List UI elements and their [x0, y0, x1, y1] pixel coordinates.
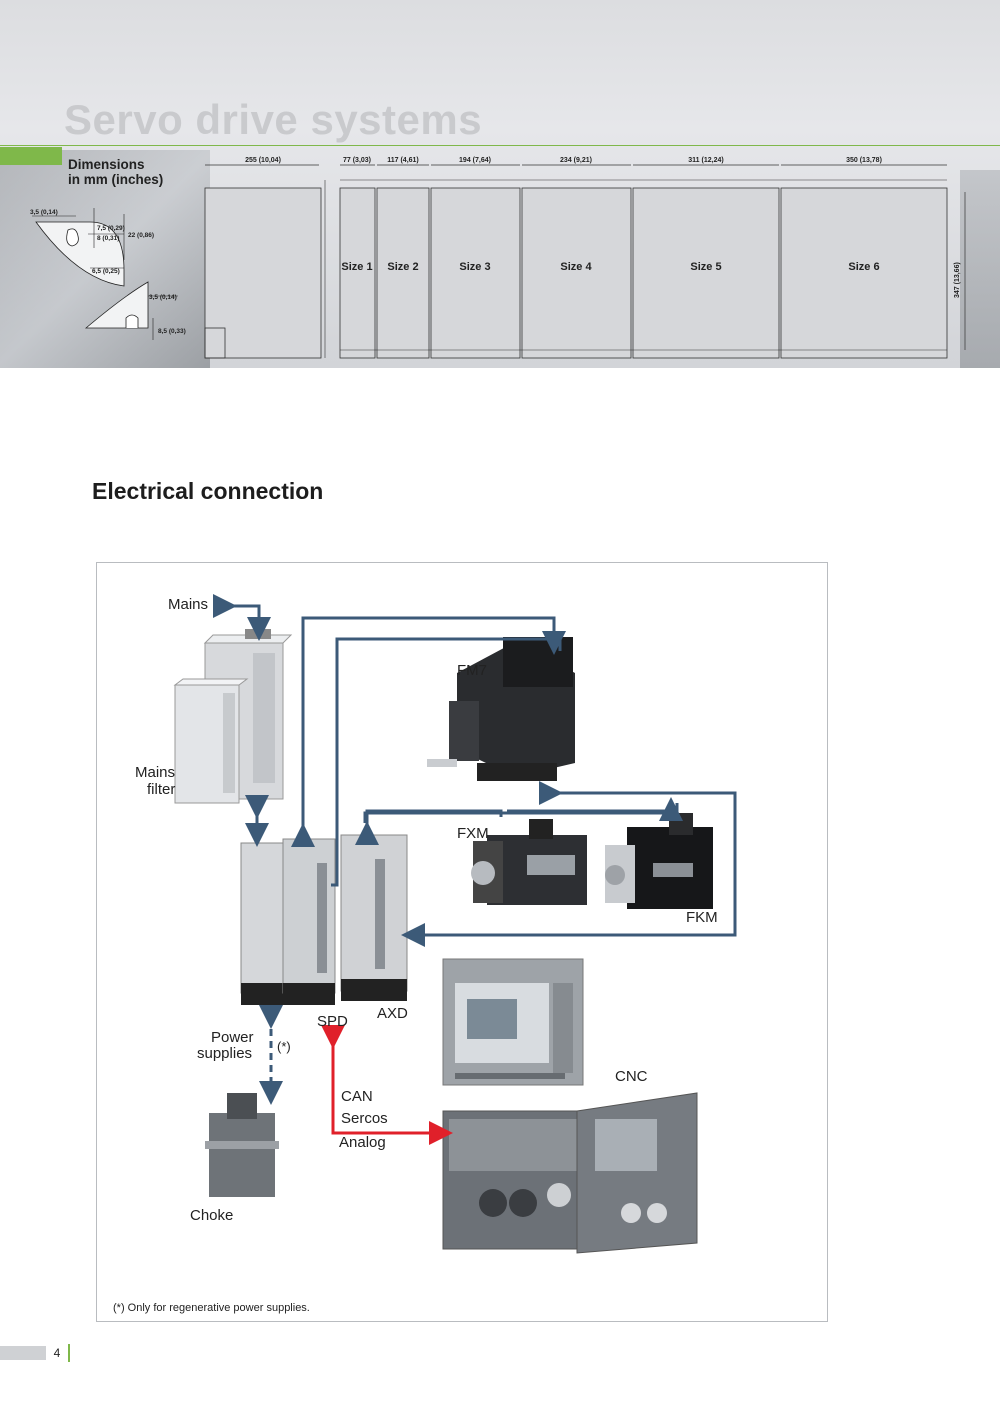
size-3-label: Size 3: [459, 261, 490, 273]
label-analog: Analog: [339, 1134, 386, 1151]
connection-diagram-frame: Mains Mains filter FM7 FXM FKM SPD AXD P…: [96, 562, 828, 1322]
dim-a: 3,5 (0,14): [30, 209, 58, 216]
dim-width-4: 234 (9,21): [560, 157, 592, 164]
size-1-label: Size 1: [341, 261, 372, 273]
label-axd: AXD: [377, 1005, 408, 1022]
label-fkm: FKM: [686, 909, 718, 926]
mains-filter-image: [173, 629, 293, 804]
cnc-link-line: [321, 1025, 453, 1145]
dim-width-1: 77 (3,03): [343, 157, 371, 164]
dim-b: 7,5 (0,29): [97, 225, 125, 232]
header-band: Servo drive systems Dimensions in mm (in…: [0, 0, 1000, 368]
dim-depth: 255 (10,04): [245, 157, 281, 164]
dim-height: 347 (13,66): [954, 262, 961, 298]
size-2-label: Size 2: [387, 261, 418, 273]
header-green-tab: [0, 147, 62, 165]
header-photo-right: [960, 170, 1000, 368]
size-4-label: Size 4: [560, 261, 592, 273]
connection-lines: [213, 594, 737, 1105]
dimensions-title: Dimensions in mm (inches): [68, 157, 163, 187]
label-choke: Choke: [190, 1207, 234, 1224]
page-number: 4: [46, 1346, 68, 1360]
fm7-motor-image: [427, 637, 575, 781]
page-number-accent: [68, 1344, 70, 1362]
dim-width-5: 311 (12,24): [688, 157, 723, 164]
dim-c: 8 (0,31): [97, 235, 119, 242]
size-6-label: Size 6: [848, 261, 879, 273]
label-spd: SPD: [317, 1013, 348, 1030]
cnc-keyboard-image: [442, 1092, 698, 1254]
label-asterisk: (*): [277, 1039, 291, 1054]
section-title: Electrical connection: [92, 478, 324, 504]
dim-width-2: 117 (4,61): [387, 157, 419, 164]
header-green-line: [0, 145, 1000, 146]
connection-diagram: [173, 594, 737, 1254]
label-power-supplies-2: supplies: [197, 1045, 253, 1062]
footnote: (*) Only for regenerative power supplies…: [113, 1302, 310, 1314]
drive-modules-image: [240, 834, 408, 1005]
label-mains-filter-2: filter: [147, 781, 176, 798]
profile-drawing: 3,5 (0,14) 7,5 (0,29) 8 (0,31) 22 (0,86)…: [30, 208, 186, 340]
label-sercos: Sercos: [341, 1110, 388, 1127]
label-mains: Mains: [168, 596, 209, 613]
dim-width-3: 194 (7,64): [459, 157, 491, 164]
size-5-label: Size 5: [690, 261, 721, 273]
choke-image: [205, 1093, 279, 1197]
label-power-supplies-1: Power: [211, 1029, 254, 1046]
dim-g: 8,5 (0,33): [158, 328, 186, 335]
label-cnc: CNC: [615, 1068, 648, 1085]
cnc-monitor-image: [442, 958, 584, 1086]
dim-e: 6,5 (0,25): [92, 268, 120, 275]
page-title: Servo drive systems: [64, 96, 483, 143]
label-fxm: FXM: [457, 825, 489, 842]
dim-d: 22 (0,86): [128, 232, 154, 239]
dim-f: 3,5 (0,14): [149, 294, 177, 301]
dim-width-6: 350 (13,78): [846, 157, 882, 164]
module-drawing: 255 (10,04) 77 (3,03) 117 (4,61) 194 (7,…: [204, 157, 966, 359]
fkm-motor-image: [605, 813, 713, 909]
dimensions-title-line2: in mm (inches): [68, 172, 164, 187]
label-fm7: FM7: [457, 662, 487, 679]
label-mains-filter-1: Mains: [135, 764, 176, 781]
dimensions-title-line1: Dimensions: [68, 157, 145, 172]
label-can: CAN: [341, 1088, 373, 1105]
